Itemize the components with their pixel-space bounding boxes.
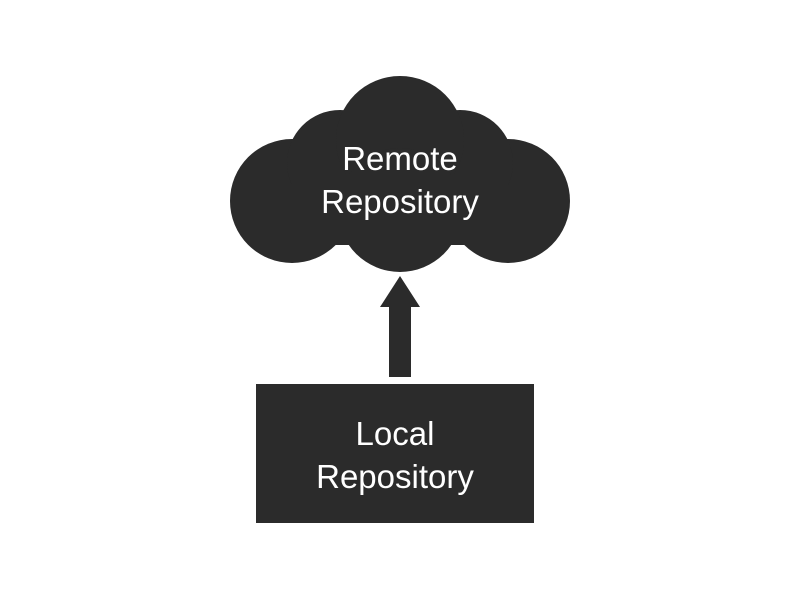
- remote-repository-label: Remote Repository: [300, 137, 500, 223]
- local-repository-box: [256, 384, 534, 523]
- local-repository-label: Local Repository: [256, 412, 534, 498]
- arrow-head: [380, 276, 420, 307]
- remote-repository-cloud: [230, 76, 570, 272]
- remote-label-line1: Remote: [342, 140, 458, 177]
- push-arrow: [380, 276, 420, 377]
- remote-label-line2: Repository: [321, 183, 479, 220]
- local-label-line2: Repository: [316, 458, 474, 495]
- arrow-shaft: [389, 305, 411, 377]
- local-label-line1: Local: [355, 415, 435, 452]
